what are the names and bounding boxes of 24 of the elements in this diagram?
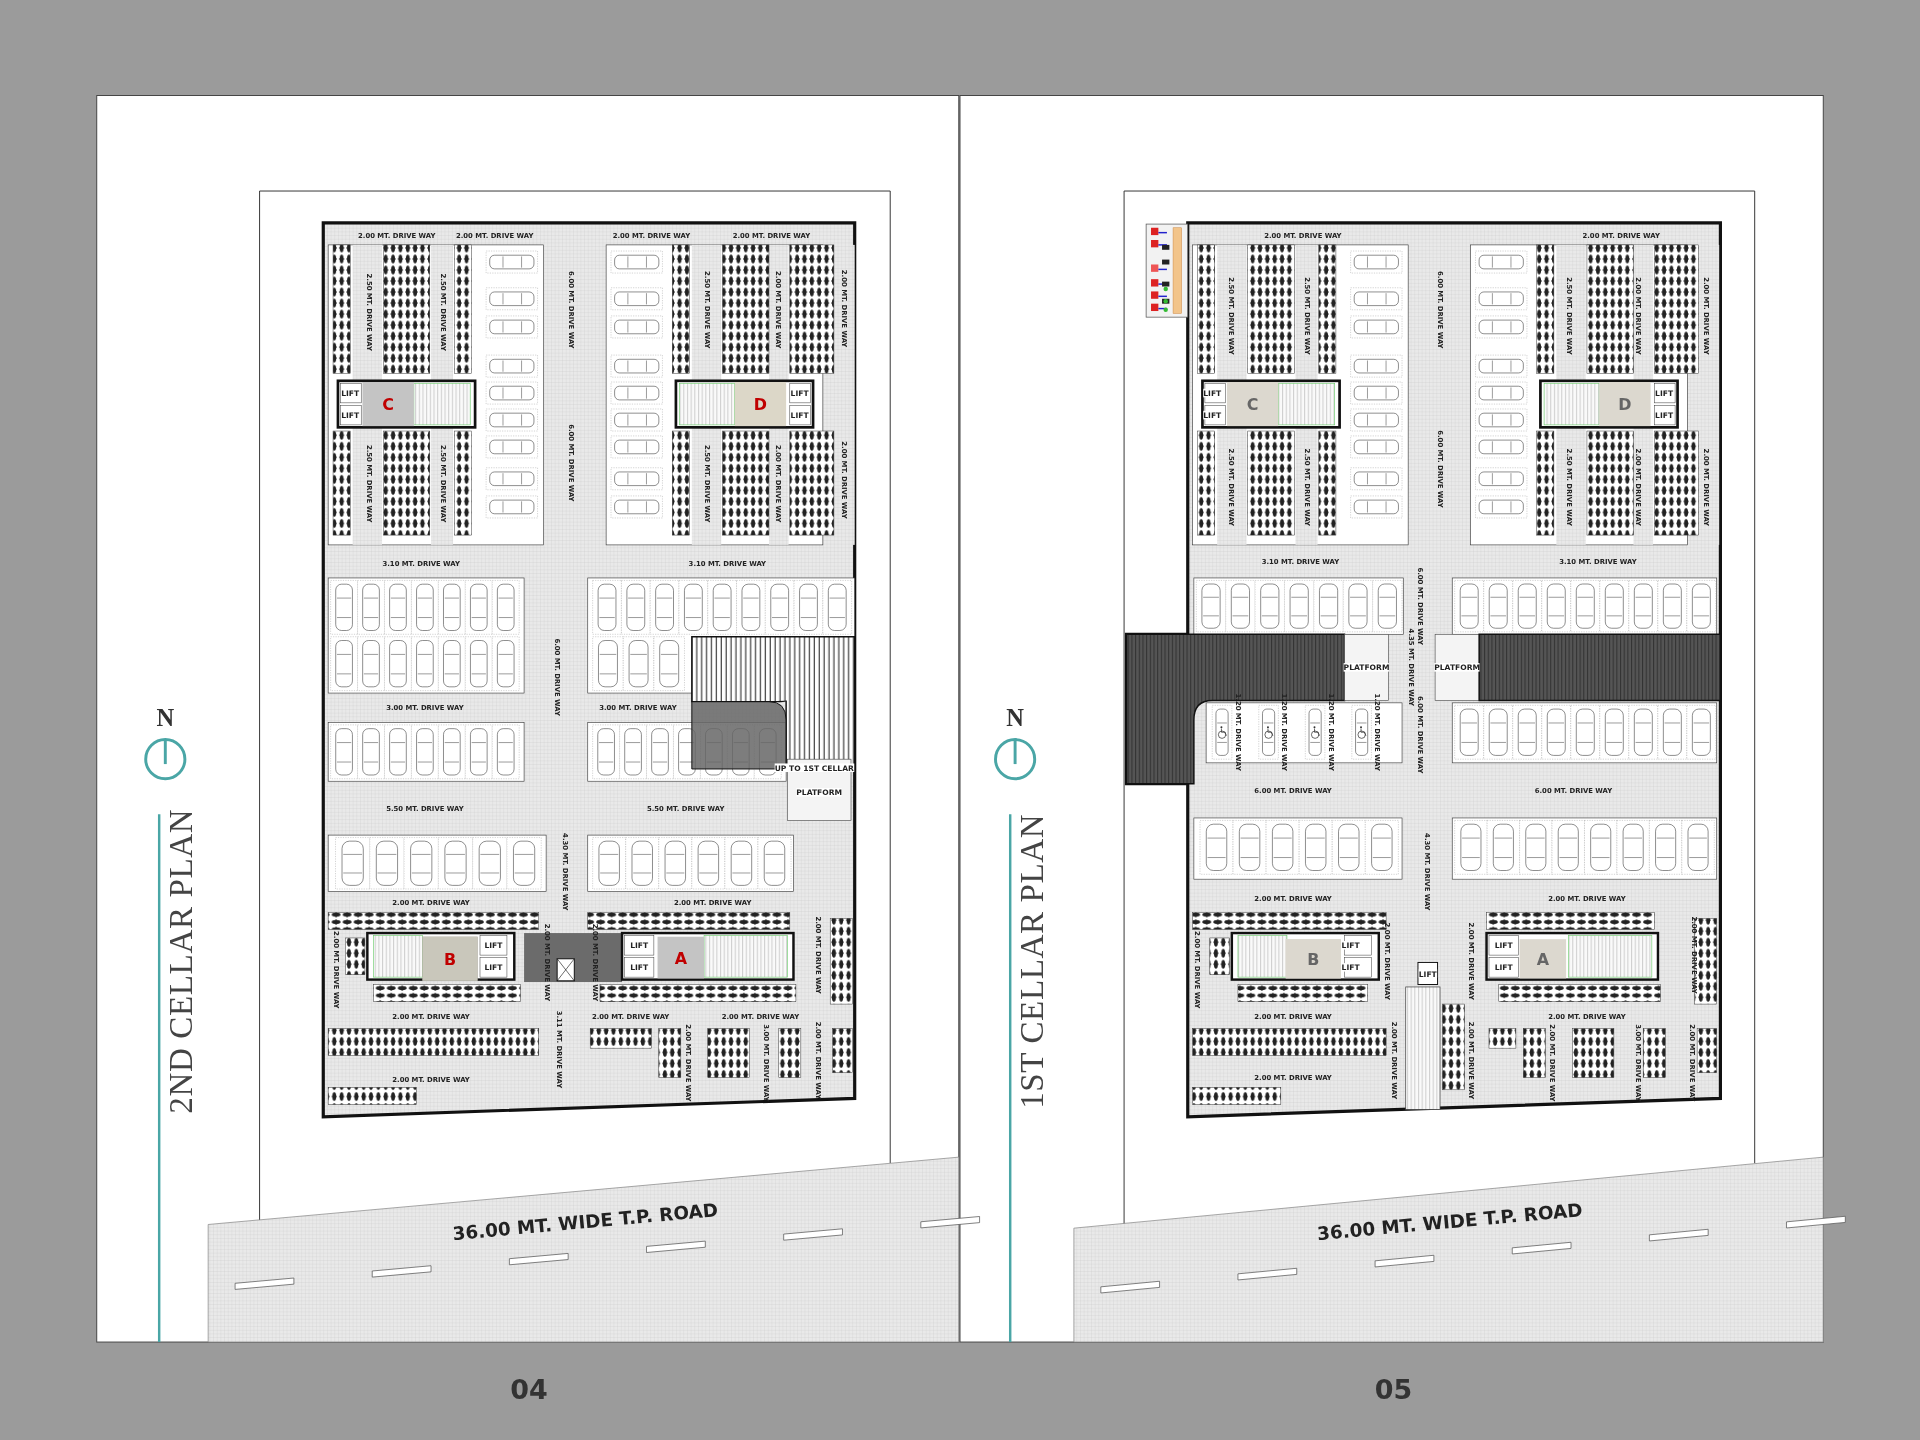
page-number: 04: [510, 1374, 548, 1406]
core-letter: D: [753, 394, 767, 414]
core-letter: A: [674, 948, 687, 967]
core-letter: B: [1307, 949, 1320, 968]
core-letter: D: [1618, 394, 1632, 414]
stair-core: [734, 382, 787, 427]
core-letter: C: [382, 394, 394, 414]
north-label: N: [156, 703, 175, 732]
stair-core: [362, 382, 414, 427]
core-letter: B: [443, 949, 457, 968]
core-letter: A: [1536, 949, 1549, 968]
road-name: 36.00 MT. WIDE T.P. ROAD: [1316, 1199, 1584, 1246]
stair-core: [1285, 939, 1341, 979]
plan-title: 1ST CELLAR PLAN: [1013, 813, 1051, 1109]
stair-core: [1519, 939, 1567, 979]
stair-core: [422, 936, 478, 981]
plan-title: 2ND CELLAR PLAN: [162, 808, 200, 1114]
stair-core: [1599, 382, 1651, 427]
north-label: N: [1006, 703, 1024, 732]
road-name: 36.00 MT. WIDE T.P. ROAD: [451, 1199, 719, 1246]
core-letter: C: [1246, 394, 1259, 414]
stair-core: [1226, 382, 1279, 427]
stair-core: [657, 936, 705, 979]
page-number: 05: [1374, 1374, 1413, 1406]
